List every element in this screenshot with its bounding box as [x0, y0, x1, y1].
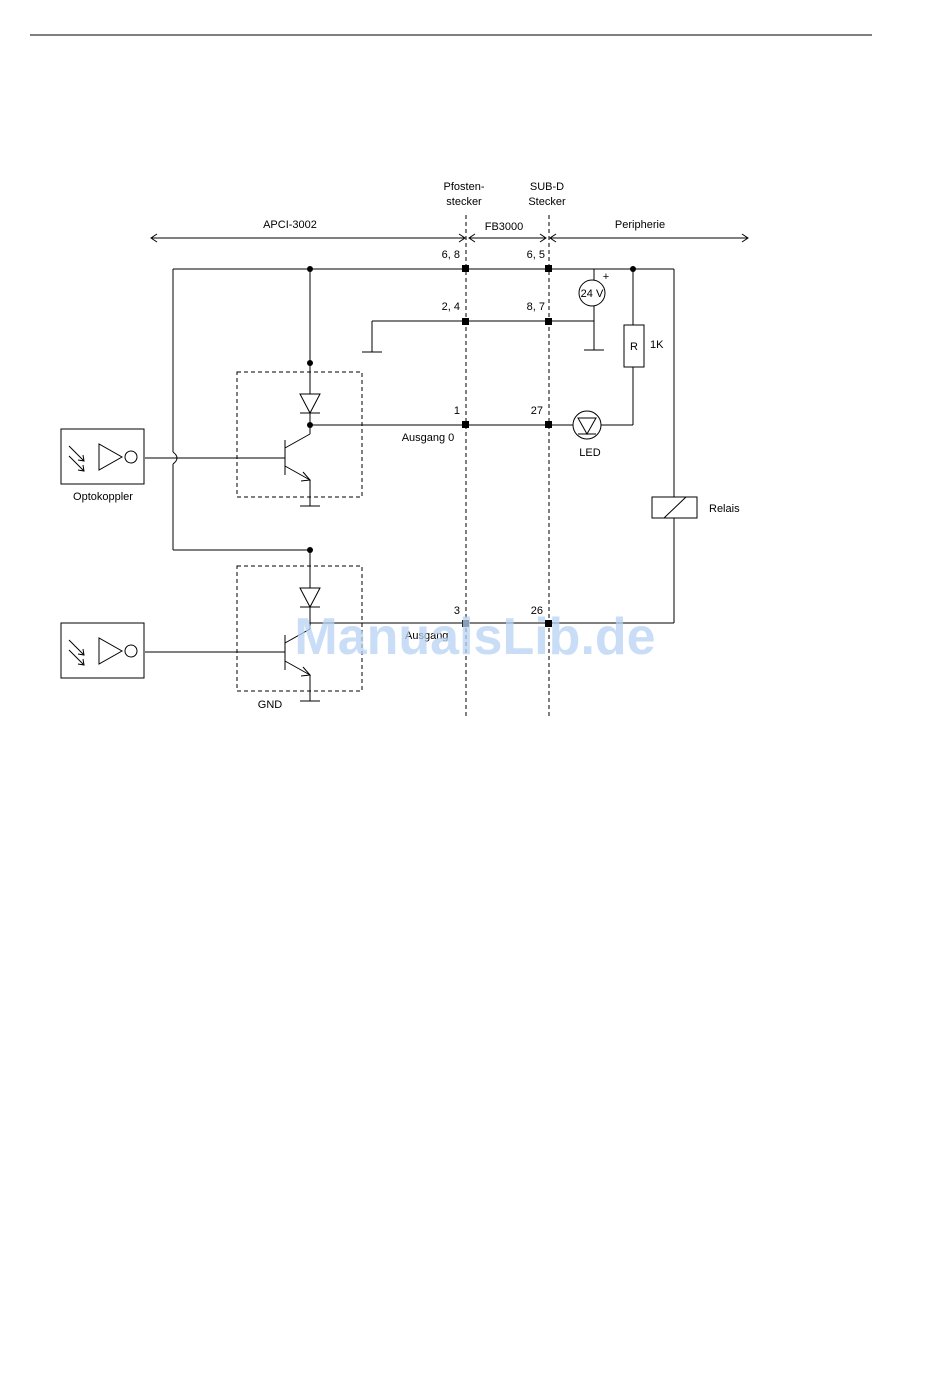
- pin-label-1: 1: [454, 405, 460, 417]
- supply-rail: [173, 269, 674, 550]
- header-pfosten-line1: Pfosten-: [444, 181, 485, 193]
- section-apci-label: APCI-3002: [263, 219, 317, 231]
- junction-dot: [307, 547, 313, 553]
- watermark: ManualsLib.de: [294, 608, 655, 666]
- voltage-plus-label: +: [603, 271, 609, 283]
- led: [573, 411, 601, 439]
- header-subd-line2: Stecker: [528, 196, 566, 208]
- gnd-label: GND: [258, 699, 283, 711]
- optocoupler-0: [61, 429, 144, 484]
- optocoupler-1: [61, 623, 144, 678]
- header-subd-line1: SUB-D: [530, 181, 564, 193]
- optokoppler-label: Optokoppler: [73, 491, 133, 503]
- pin-label-27: 27: [531, 405, 543, 417]
- junction-dot: [307, 422, 313, 428]
- led-label: LED: [579, 447, 600, 459]
- ground-line: [362, 306, 604, 352]
- pin-label-87: 8, 7: [527, 301, 545, 313]
- section-peripherie-label: Peripherie: [615, 219, 665, 231]
- voltage-label: 24 V: [581, 288, 604, 300]
- pin-label-65: 6, 5: [527, 249, 545, 261]
- connector-pins: [462, 265, 552, 627]
- pin-label-68: 6, 8: [442, 249, 460, 261]
- resistor-value-label: 1K: [650, 339, 664, 351]
- driver-block-0: [145, 269, 362, 506]
- ausgang-0-label: Ausgang 0: [402, 432, 455, 444]
- section-arrows: [151, 234, 748, 242]
- relay: [652, 497, 697, 623]
- junction-dot: [307, 266, 313, 272]
- junction-dot: [630, 266, 636, 272]
- junction-dot: [307, 360, 313, 366]
- pin-label-24: 2, 4: [442, 301, 460, 313]
- relay-label: Relais: [709, 503, 740, 515]
- resistor-label: R: [630, 341, 638, 353]
- section-fb-label: FB3000: [485, 221, 524, 233]
- header-pfosten-line2: stecker: [446, 196, 482, 208]
